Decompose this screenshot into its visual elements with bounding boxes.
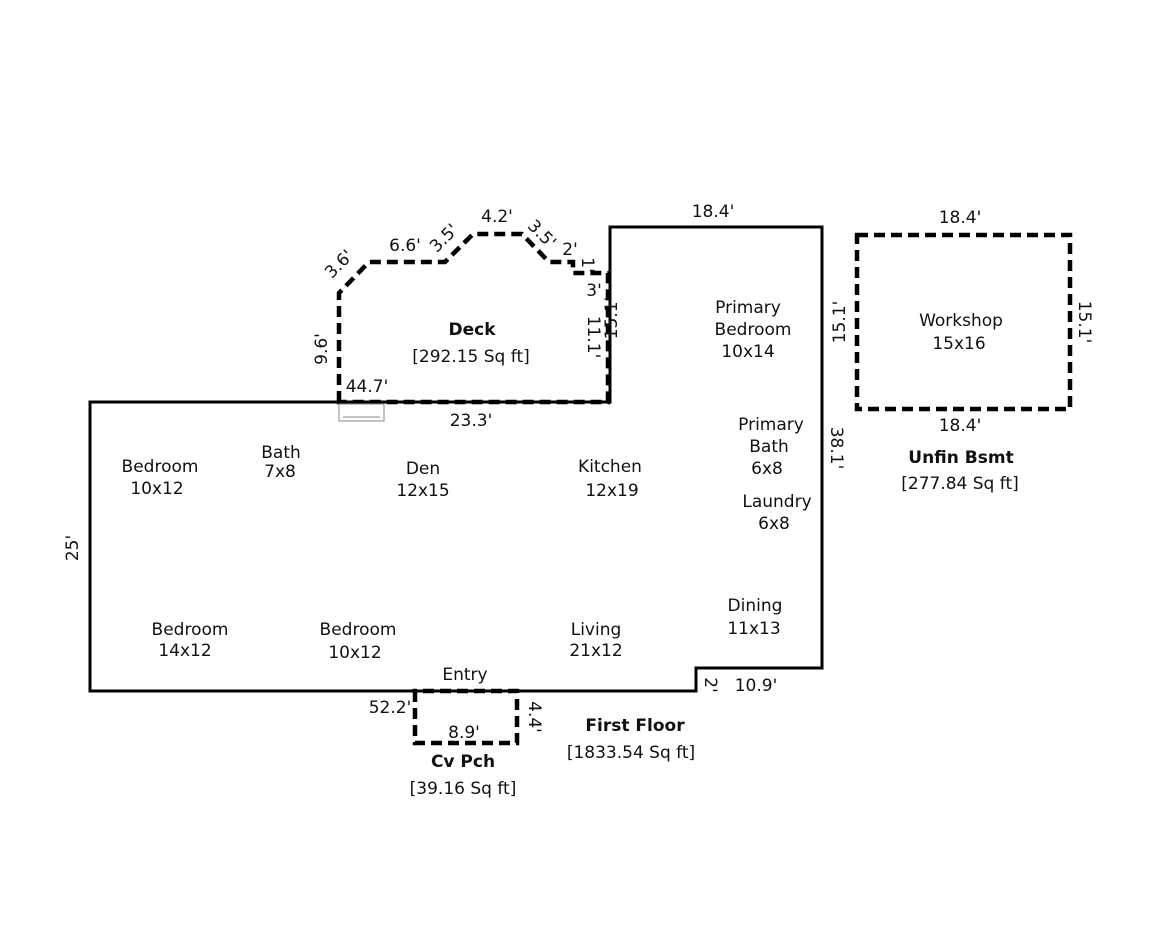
primary-bath-size: 6x8 bbox=[751, 459, 783, 479]
living-label: Living bbox=[571, 620, 622, 640]
cv-pch-title: Cv Pch bbox=[431, 752, 495, 772]
deck-area: [292.15 Sq ft] bbox=[412, 347, 530, 367]
primary-bedroom-size: 10x14 bbox=[721, 342, 774, 362]
dim-house-upper-right-inner: 15.1' bbox=[602, 297, 622, 340]
dim-deck-step-side: 1' bbox=[577, 257, 597, 273]
cv-pch-area: [39.16 Sq ft] bbox=[410, 779, 517, 799]
dim-deck-diag-right: 3.5' bbox=[523, 216, 560, 253]
bath-label: Bath bbox=[261, 443, 301, 463]
laundry-size: 6x8 bbox=[758, 514, 790, 534]
deck-outline bbox=[336, 231, 611, 405]
dim-house-upper-right-outer: 15.1' bbox=[830, 301, 850, 344]
dim-deck-left: 9.6' bbox=[312, 333, 332, 365]
dim-house-top: 18.4' bbox=[692, 202, 735, 222]
workshop-size: 15x16 bbox=[932, 334, 985, 354]
kitchen-label: Kitchen bbox=[578, 457, 642, 477]
dim-house-step: 2' bbox=[700, 677, 720, 693]
dim-deck-bottom-left: 44.7' bbox=[346, 377, 389, 397]
bedroom-s-size: 10x12 bbox=[328, 643, 381, 663]
workshop-outline bbox=[854, 232, 1073, 412]
unfin-bsmt-title: Unfin Bsmt bbox=[908, 448, 1013, 468]
bath-size: 7x8 bbox=[264, 462, 296, 482]
bedroom-s-label: Bedroom bbox=[320, 620, 397, 640]
first-floor-title: First Floor bbox=[585, 716, 685, 736]
primary-bedroom-label-1: Primary bbox=[715, 298, 781, 318]
dim-porch-bottom: 8.9' bbox=[448, 723, 480, 743]
dim-workshop-right: 15.1' bbox=[1074, 301, 1094, 344]
living-size: 21x12 bbox=[569, 641, 622, 661]
dim-house-right: 38.1' bbox=[826, 427, 846, 470]
dim-deck-top: 4.2' bbox=[481, 207, 513, 227]
porch-outline bbox=[412, 688, 520, 746]
dim-deck-step-bottom: 3' bbox=[586, 281, 602, 301]
bedroom-sw-label: Bedroom bbox=[152, 620, 229, 640]
dim-deck-bottom: 23.3' bbox=[450, 411, 493, 431]
bedroom-nw-size: 10x12 bbox=[130, 479, 183, 499]
bedroom-sw-size: 14x12 bbox=[158, 641, 211, 661]
dining-label: Dining bbox=[728, 596, 783, 616]
primary-bath-label-1: Primary bbox=[738, 415, 804, 435]
workshop-label: Workshop bbox=[919, 311, 1003, 331]
primary-bedroom-label-2: Bedroom bbox=[715, 320, 792, 340]
laundry-label: Laundry bbox=[742, 492, 811, 512]
unfin-bsmt-area: [277.84 Sq ft] bbox=[901, 474, 1019, 494]
dim-house-left: 25' bbox=[63, 535, 83, 561]
bedroom-nw-label: Bedroom bbox=[122, 457, 199, 477]
dim-house-bottom-right: 10.9' bbox=[735, 676, 778, 696]
primary-bath-label-2: Bath bbox=[749, 437, 789, 457]
first-floor-area: [1833.54 Sq ft] bbox=[567, 743, 695, 763]
entry-label: Entry bbox=[442, 665, 487, 685]
dim-workshop-bottom: 18.4' bbox=[939, 416, 982, 436]
den-size: 12x15 bbox=[396, 481, 449, 501]
dim-porch-right: 4.4' bbox=[524, 701, 544, 733]
dim-house-bottom: 52.2' bbox=[369, 698, 412, 718]
kitchen-size: 12x19 bbox=[585, 481, 638, 501]
den-label: Den bbox=[406, 459, 440, 479]
dining-size: 11x13 bbox=[727, 619, 780, 639]
dim-workshop-top: 18.4' bbox=[939, 208, 982, 228]
dim-deck-step-top: 2' bbox=[562, 240, 578, 260]
dim-deck-right: 11.1' bbox=[583, 316, 603, 359]
dim-deck-top-left: 6.6' bbox=[389, 236, 421, 256]
deck-stairs bbox=[338, 403, 385, 422]
deck-title: Deck bbox=[448, 320, 496, 340]
